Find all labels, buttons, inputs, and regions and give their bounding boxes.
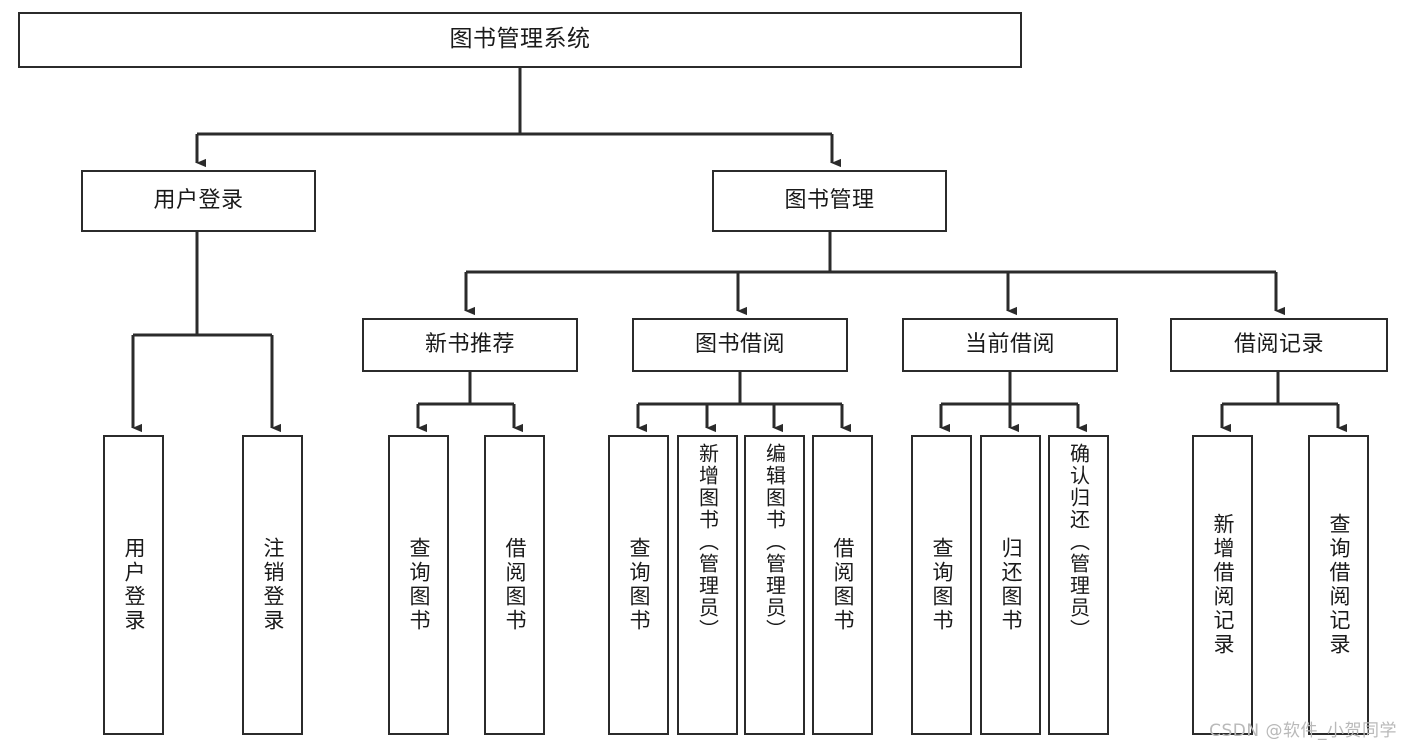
node-leaf-borrow-book-recommend[interactable]: 借阅图书 bbox=[484, 435, 545, 735]
node-label: 查询图书 bbox=[407, 537, 431, 633]
node-label: 当前借阅 bbox=[964, 332, 1055, 358]
node-label: 借阅记录 bbox=[1233, 332, 1324, 358]
node-label: 图书管理系统 bbox=[449, 26, 591, 53]
node-leaf-query-book-current[interactable]: 查询图书 bbox=[911, 435, 972, 735]
node-new-book-recommend[interactable]: 新书推荐 bbox=[362, 318, 578, 372]
node-label: 图书借阅 bbox=[694, 332, 785, 358]
node-label: 借阅图书 bbox=[831, 537, 855, 633]
node-label: 用户登录 bbox=[122, 537, 146, 633]
node-root-book-management-system[interactable]: 图书管理系统 bbox=[18, 12, 1022, 68]
node-label: 编辑图书（管理员） bbox=[762, 443, 787, 641]
node-label: 查询借阅记录 bbox=[1327, 513, 1351, 657]
node-leaf-query-book-recommend[interactable]: 查询图书 bbox=[388, 435, 449, 735]
node-book-management[interactable]: 图书管理 bbox=[712, 170, 947, 232]
csdn-watermark: CSDN @软件_小贺同学 bbox=[1209, 721, 1397, 741]
node-current-borrow[interactable]: 当前借阅 bbox=[902, 318, 1118, 372]
node-leaf-borrow-book[interactable]: 借阅图书 bbox=[812, 435, 873, 735]
node-label: 新增图书（管理员） bbox=[695, 443, 720, 641]
node-label: 新书推荐 bbox=[424, 332, 515, 358]
node-leaf-logout[interactable]: 注销登录 bbox=[242, 435, 303, 735]
node-leaf-add-book-admin[interactable]: 新增图书（管理员） bbox=[677, 435, 738, 735]
node-label: 查询图书 bbox=[930, 537, 954, 633]
node-label: 查询图书 bbox=[627, 537, 651, 633]
node-label: 借阅图书 bbox=[503, 537, 527, 633]
node-leaf-confirm-return-admin[interactable]: 确认归还（管理员） bbox=[1048, 435, 1109, 735]
node-book-borrow[interactable]: 图书借阅 bbox=[632, 318, 848, 372]
node-leaf-user-login[interactable]: 用户登录 bbox=[103, 435, 164, 735]
node-user-login[interactable]: 用户登录 bbox=[81, 170, 316, 232]
node-label: 图书管理 bbox=[784, 188, 875, 214]
node-leaf-add-borrow-record[interactable]: 新增借阅记录 bbox=[1192, 435, 1253, 735]
node-label: 用户登录 bbox=[153, 188, 244, 214]
node-leaf-edit-book-admin[interactable]: 编辑图书（管理员） bbox=[744, 435, 805, 735]
node-borrow-record[interactable]: 借阅记录 bbox=[1170, 318, 1388, 372]
node-label: 新增借阅记录 bbox=[1211, 513, 1235, 657]
node-leaf-query-book-borrow[interactable]: 查询图书 bbox=[608, 435, 669, 735]
node-label: 归还图书 bbox=[999, 537, 1023, 633]
node-leaf-query-borrow-record[interactable]: 查询借阅记录 bbox=[1308, 435, 1369, 735]
node-label: 注销登录 bbox=[261, 537, 285, 633]
node-label: 确认归还（管理员） bbox=[1066, 443, 1091, 641]
node-leaf-return-book[interactable]: 归还图书 bbox=[980, 435, 1041, 735]
